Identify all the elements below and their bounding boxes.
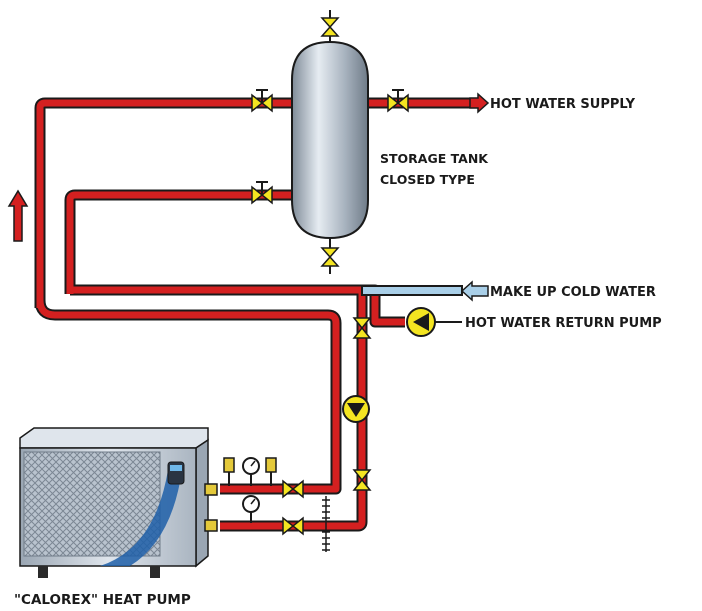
heat-pump-unit bbox=[19, 427, 218, 578]
valve-hp-outlet bbox=[282, 479, 304, 499]
flexible-hose-connectors bbox=[322, 496, 330, 552]
circulation-pump bbox=[342, 395, 370, 423]
valve-supply-right bbox=[387, 89, 409, 113]
hot-water-supply-arrow bbox=[469, 92, 490, 114]
hot-water-supply-label: HOT WATER SUPPLY bbox=[490, 97, 636, 112]
valve-return-upper bbox=[352, 317, 372, 339]
gauge-cluster bbox=[223, 457, 277, 523]
make-up-cold-water-label: MAKE UP COLD WATER bbox=[490, 285, 656, 300]
valve-supply-left bbox=[251, 89, 273, 113]
valve-return-lower bbox=[352, 469, 372, 491]
storage-tank-type-label: CLOSED TYPE bbox=[380, 172, 475, 187]
valve-hp-inlet bbox=[282, 516, 304, 536]
cold-water-pipe bbox=[361, 285, 463, 296]
flow-arrow-up bbox=[7, 189, 29, 242]
storage-tank bbox=[291, 10, 369, 274]
cold-water-arrow bbox=[460, 280, 489, 302]
storage-tank-label: STORAGE TANK bbox=[380, 151, 489, 166]
hot-water-pipes bbox=[34, 97, 470, 532]
valve-tank-inlet bbox=[251, 181, 273, 205]
hot-water-return-pump bbox=[406, 307, 462, 337]
heat-pump-label: "CALOREX" HEAT PUMP bbox=[14, 592, 191, 608]
hot-water-return-pump-label: HOT WATER RETURN PUMP bbox=[465, 316, 662, 331]
